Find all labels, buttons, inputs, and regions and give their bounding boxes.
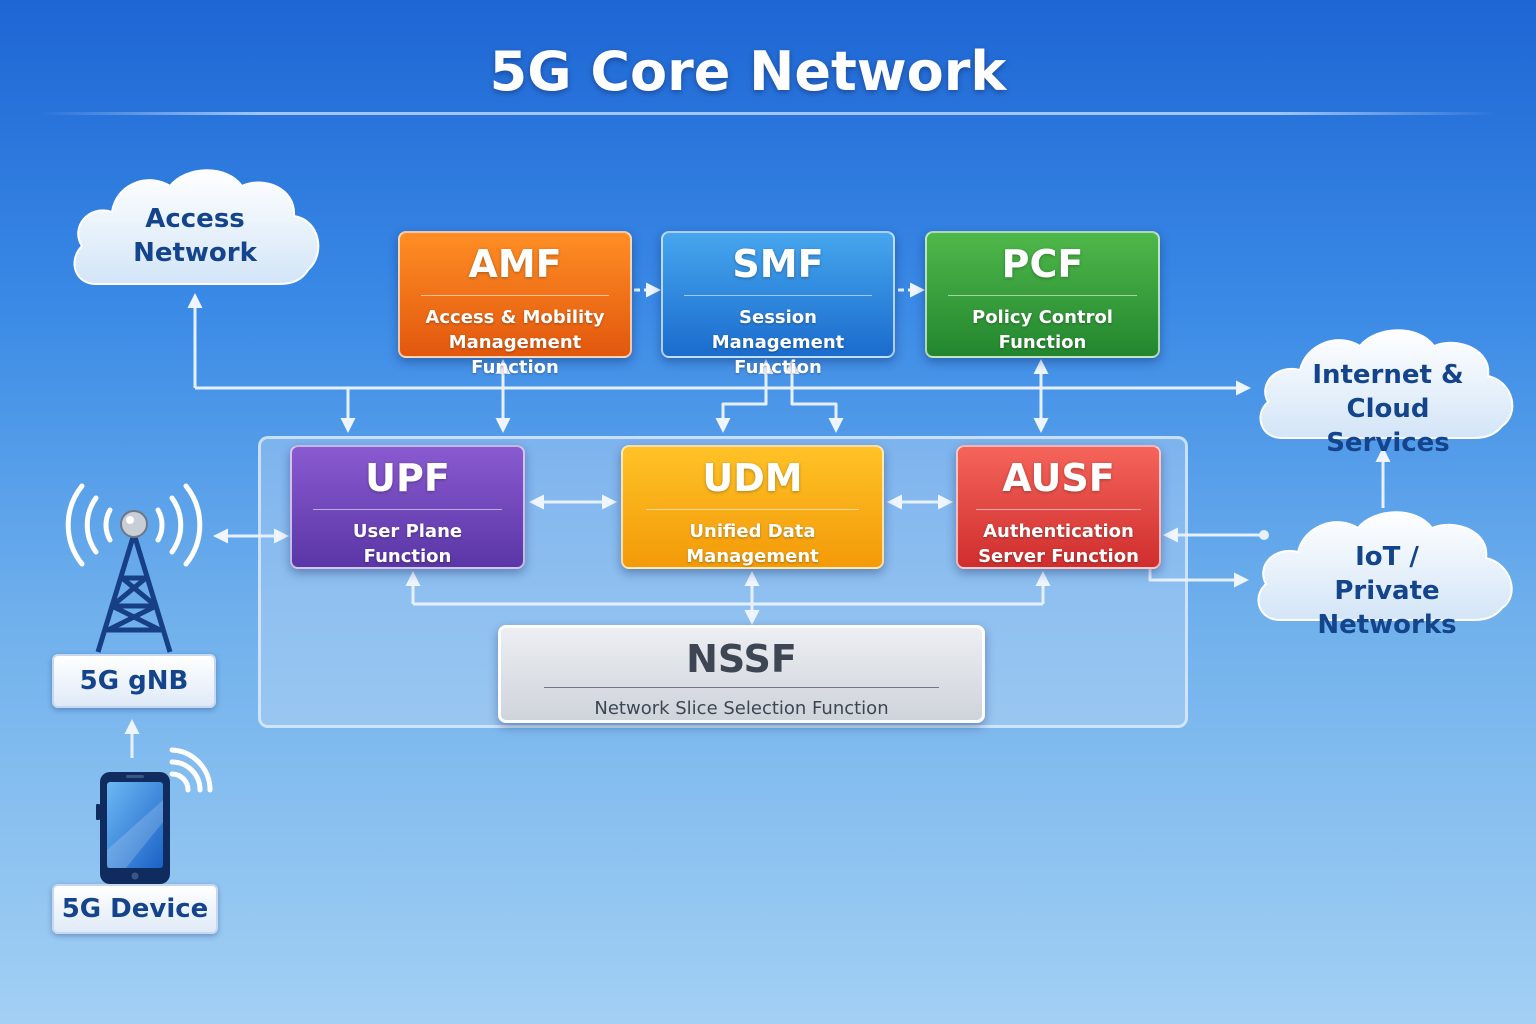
pcf-name: Policy Control Function: [972, 307, 1113, 353]
upf-name: User Plane Function: [352, 521, 463, 567]
access-network-label: Access Network: [133, 204, 257, 268]
internet-cloud[interactable]: Internet & Cloud Services: [1252, 322, 1524, 458]
nssf-divider: [544, 687, 939, 688]
cell-tower-icon: [65, 483, 203, 653]
internet-label: Internet & Cloud Services: [1312, 360, 1464, 458]
amf-divider: [420, 295, 610, 296]
smartphone-icon: [96, 772, 170, 884]
upf-acronym: UPF: [365, 456, 450, 500]
gnb-label[interactable]: 5G gNB: [52, 654, 216, 708]
cloud-icon: [1259, 329, 1514, 439]
access-network-cloud[interactable]: Access Network: [66, 162, 324, 290]
ausf-iot-lower-link: [1148, 560, 1249, 588]
udm-name: Unified Data Management: [686, 521, 819, 567]
smf-box[interactable]: SMF Session Management Function: [661, 231, 895, 378]
page-title: 5G Core Network: [489, 40, 1007, 103]
wifi-signal-icon: [169, 747, 213, 793]
nssf-name: Network Slice Selection Function: [594, 698, 889, 719]
upf-divider: [312, 509, 503, 510]
nssf-box[interactable]: NSSF Network Slice Selection Function: [498, 625, 985, 723]
smf-divider: [683, 295, 873, 296]
iot-cloud[interactable]: IoT / Private Networks: [1250, 504, 1524, 640]
amf-box[interactable]: AMF Access & Mobility Management Functio…: [398, 231, 632, 378]
pcf-box[interactable]: PCF Policy Control Function: [925, 231, 1160, 358]
nssf-acronym: NSSF: [686, 637, 797, 681]
smf-name: Session Management Function: [711, 307, 845, 378]
upf-box[interactable]: UPF User Plane Function: [290, 445, 525, 569]
udm-divider: [646, 509, 859, 510]
ausf-name: Authentication Server Function: [978, 521, 1139, 567]
udm-acronym: UDM: [702, 456, 803, 500]
cloud-icon: [73, 169, 320, 285]
ausf-divider: [976, 509, 1141, 510]
ausf-box[interactable]: AUSF Authentication Server Function: [956, 445, 1161, 569]
pcf-acronym: PCF: [1001, 242, 1084, 286]
smf-acronym: SMF: [732, 242, 824, 286]
smf-udm-link-left: [715, 359, 774, 433]
ausf-acronym: AUSF: [1002, 456, 1115, 500]
pcf-divider: [947, 295, 1138, 296]
amf-name: Access & Mobility Management Function: [425, 307, 605, 378]
amf-acronym: AMF: [468, 242, 562, 286]
cloud-icon: [1257, 511, 1513, 621]
udm-box[interactable]: UDM Unified Data Management: [621, 445, 884, 569]
smf-udm-link-right: [784, 359, 844, 433]
title-divider: [40, 112, 1496, 115]
device-label[interactable]: 5G Device: [52, 884, 218, 934]
iot-label: IoT / Private Networks: [1317, 542, 1457, 640]
